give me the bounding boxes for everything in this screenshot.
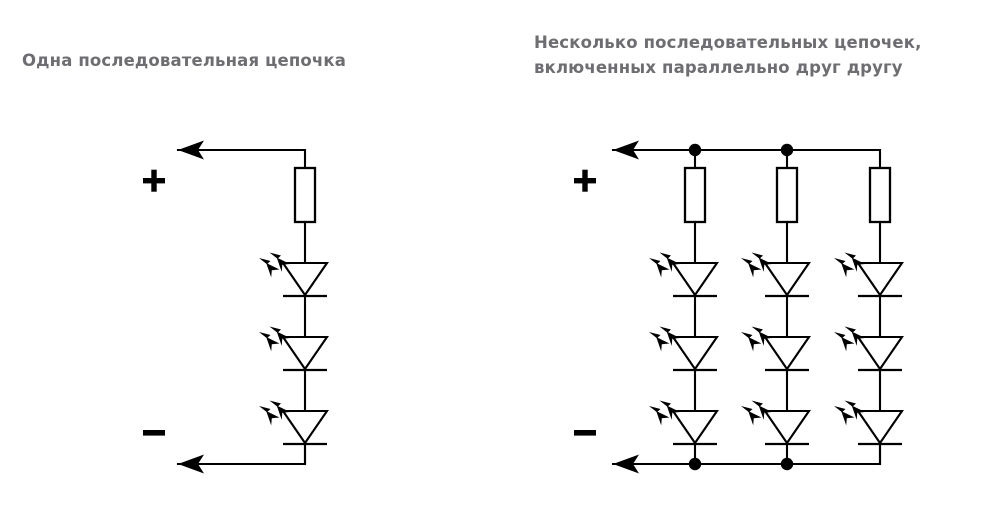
right-branch-1 <box>649 148 719 466</box>
right-circuit <box>574 140 904 474</box>
junction-dot-top-2 <box>780 143 794 157</box>
left-led-1 <box>259 252 329 298</box>
right-resistor-1 <box>683 166 707 224</box>
left-circuit <box>143 140 329 474</box>
left-positive-terminal-label <box>143 169 165 192</box>
junction-dot-bottom-2 <box>780 457 794 471</box>
junction-dot-bottom-1 <box>688 457 702 471</box>
right-led-2-1 <box>741 252 811 298</box>
right-bottom-rail <box>611 435 882 466</box>
right-led-3-1 <box>834 252 904 298</box>
right-led-1-2 <box>649 326 719 372</box>
right-resistor-2 <box>775 166 799 224</box>
left-led-3 <box>259 400 329 446</box>
left-resistor <box>293 166 317 224</box>
right-led-1-3 <box>649 400 719 446</box>
right-negative-terminal-label <box>574 430 596 436</box>
right-led-3-2 <box>834 326 904 372</box>
right-positive-terminal-label <box>574 169 596 192</box>
left-top-rail <box>176 148 307 170</box>
right-led-2-2 <box>741 326 811 372</box>
right-branch-2 <box>741 148 811 466</box>
junction-dot-top-1 <box>688 143 702 157</box>
left-led-2 <box>259 326 329 372</box>
left-diagram-title: Одна последовательная цепочка <box>22 51 346 70</box>
right-resistor-3 <box>868 166 892 224</box>
right-led-1-1 <box>649 252 719 298</box>
right-branch-3 <box>834 166 904 466</box>
left-negative-terminal-label <box>143 430 165 436</box>
right-led-3-3 <box>834 400 904 446</box>
right-top-rail <box>611 148 882 170</box>
right-led-2-3 <box>741 400 811 446</box>
right-diagram-title: Несколько последовательных цепочек, вклю… <box>534 33 922 77</box>
